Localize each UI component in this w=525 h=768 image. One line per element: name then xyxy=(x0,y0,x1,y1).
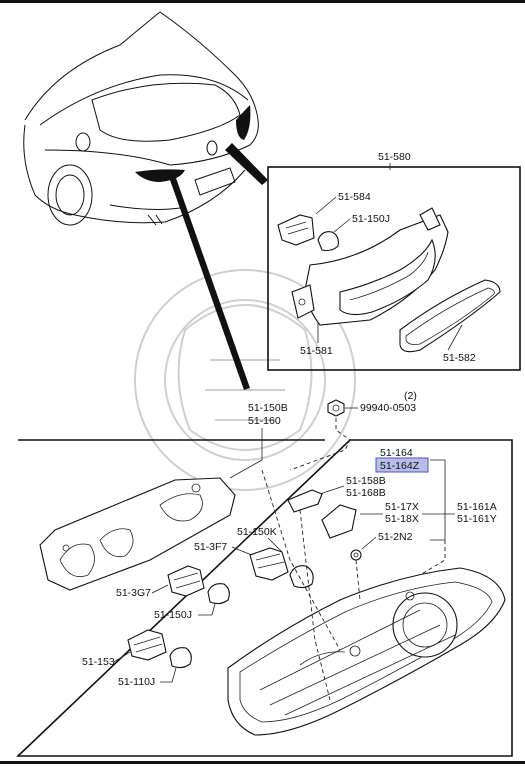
nut-51-2N2 xyxy=(350,549,362,561)
bulb-51-150J xyxy=(207,583,230,605)
label-51-161A: 51-161A xyxy=(457,501,497,513)
label-51-160: 51-160 xyxy=(248,415,281,427)
inset-seal-gasket xyxy=(399,279,501,353)
highlight-box xyxy=(375,457,429,473)
bolt-nut xyxy=(327,399,345,417)
bulb-51-110J xyxy=(169,647,192,669)
reflector-51-17X xyxy=(321,504,357,539)
socket-51-3F7 xyxy=(249,547,289,581)
label-51-164Z[interactable]: 51-164Z xyxy=(380,460,420,472)
main-frame xyxy=(15,439,513,757)
socket-51-153 xyxy=(127,629,167,661)
label-qty: (2) xyxy=(404,390,417,402)
inset-frame xyxy=(267,166,521,371)
bottom-border xyxy=(0,761,525,764)
label-51-164: 51-164 xyxy=(380,447,413,459)
label-51-150J-inset: 51-150J xyxy=(352,213,390,225)
lens-51-158B xyxy=(287,489,323,513)
top-border xyxy=(0,0,525,3)
inset-socket xyxy=(277,214,315,246)
label-51-150J: 51-150J xyxy=(154,609,192,621)
label-51-582: 51-582 xyxy=(443,352,476,364)
label-51-168B: 51-168B xyxy=(346,487,386,499)
rear-lamp-housing xyxy=(227,567,506,736)
bulb-51-150K xyxy=(289,565,314,589)
label-51-17X: 51-17X xyxy=(385,501,419,513)
gasket-plate xyxy=(39,477,236,591)
inset-lamp-housing xyxy=(291,207,449,326)
label-51-150K: 51-150K xyxy=(237,526,277,538)
label-51-584: 51-584 xyxy=(338,191,371,203)
inset-bulb xyxy=(317,231,339,252)
label-51-3F7: 51-3F7 xyxy=(194,541,227,553)
label-51-2N2: 51-2N2 xyxy=(378,531,413,543)
car-illustration xyxy=(23,11,268,390)
label-51-18X: 51-18X xyxy=(385,513,419,525)
inset-title: 51-580 xyxy=(378,151,411,163)
label-51-581: 51-581 xyxy=(300,345,333,357)
socket-51-3G7 xyxy=(167,565,205,597)
label-99940-0503: 99940-0503 xyxy=(360,402,416,414)
label-51-150B: 51-150B xyxy=(248,402,288,414)
label-51-3G7: 51-3G7 xyxy=(116,587,151,599)
label-51-153: 51-153 xyxy=(82,656,115,668)
label-51-158B: 51-158B xyxy=(346,475,386,487)
label-51-110J: 51-110J xyxy=(118,676,155,688)
label-51-161Y: 51-161Y xyxy=(457,513,497,525)
